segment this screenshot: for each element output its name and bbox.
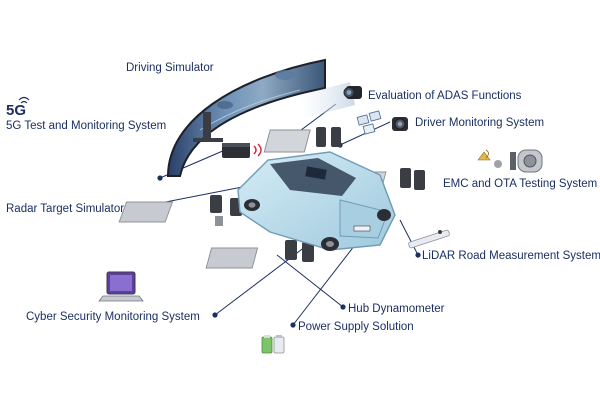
connector-dot-lidar [415, 252, 421, 258]
wireless-signal-icon [18, 96, 30, 104]
label-hub-dynamometer: Hub Dynamometer [348, 303, 445, 315]
connector-dot-hub [340, 304, 346, 310]
adas-camera [300, 82, 362, 118]
battery-icon [261, 335, 285, 354]
dyno-rig-front-right [205, 240, 314, 269]
connector-dot-cyber [212, 312, 218, 318]
antenna-chamber-icon [477, 149, 543, 173]
label-cyber-security: Cyber Security Monitoring System [26, 311, 200, 323]
test-vehicle [237, 151, 396, 251]
connector-dot-power [290, 322, 296, 328]
connector-lidar [399, 219, 419, 256]
label-driver-monitoring: Driver Monitoring System [415, 117, 545, 129]
label-driving-simulator: Driving Simulator [126, 62, 214, 74]
five-g-badge: 5G [6, 102, 27, 119]
label-power-supply: Power Supply Solution [298, 321, 414, 333]
radar-target-simulator-device [222, 143, 262, 158]
driver-monitoring-camera [392, 117, 408, 131]
driving-simulator-screen [166, 58, 326, 177]
connector-hub [276, 254, 344, 308]
label-emc-ota: EMC and OTA Testing System [443, 178, 598, 190]
label-radar: Radar Target Simulator [6, 203, 125, 215]
connector-dot-driving-simulator [157, 175, 163, 181]
label-adas: Evaluation of ADAS Functions [368, 90, 522, 102]
adas-target-boards [356, 110, 382, 135]
laptop-icon [98, 271, 144, 302]
label-five-g-test: 5G Test and Monitoring System [6, 120, 167, 132]
dyno-rig-front-left [118, 195, 242, 226]
lidar-sensor-icon [408, 229, 450, 249]
label-lidar: LiDAR Road Measurement System [422, 250, 600, 262]
dyno-rig-rear-left [263, 127, 341, 153]
